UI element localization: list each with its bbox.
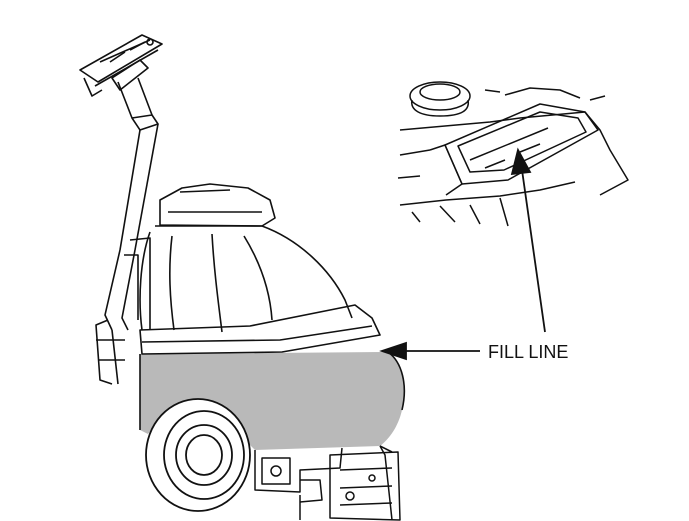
fill-line-arrow	[379, 341, 480, 361]
handle-grip	[79, 34, 163, 97]
handle-stem	[95, 77, 159, 385]
rear-wheel	[145, 398, 251, 512]
tank-fill-region	[140, 352, 405, 450]
front-chassis	[254, 445, 401, 521]
inset-arrow	[510, 147, 546, 333]
machine-body	[124, 183, 406, 453]
fill-line-label: FILL LINE	[488, 342, 568, 362]
inset-detail	[397, 81, 629, 227]
